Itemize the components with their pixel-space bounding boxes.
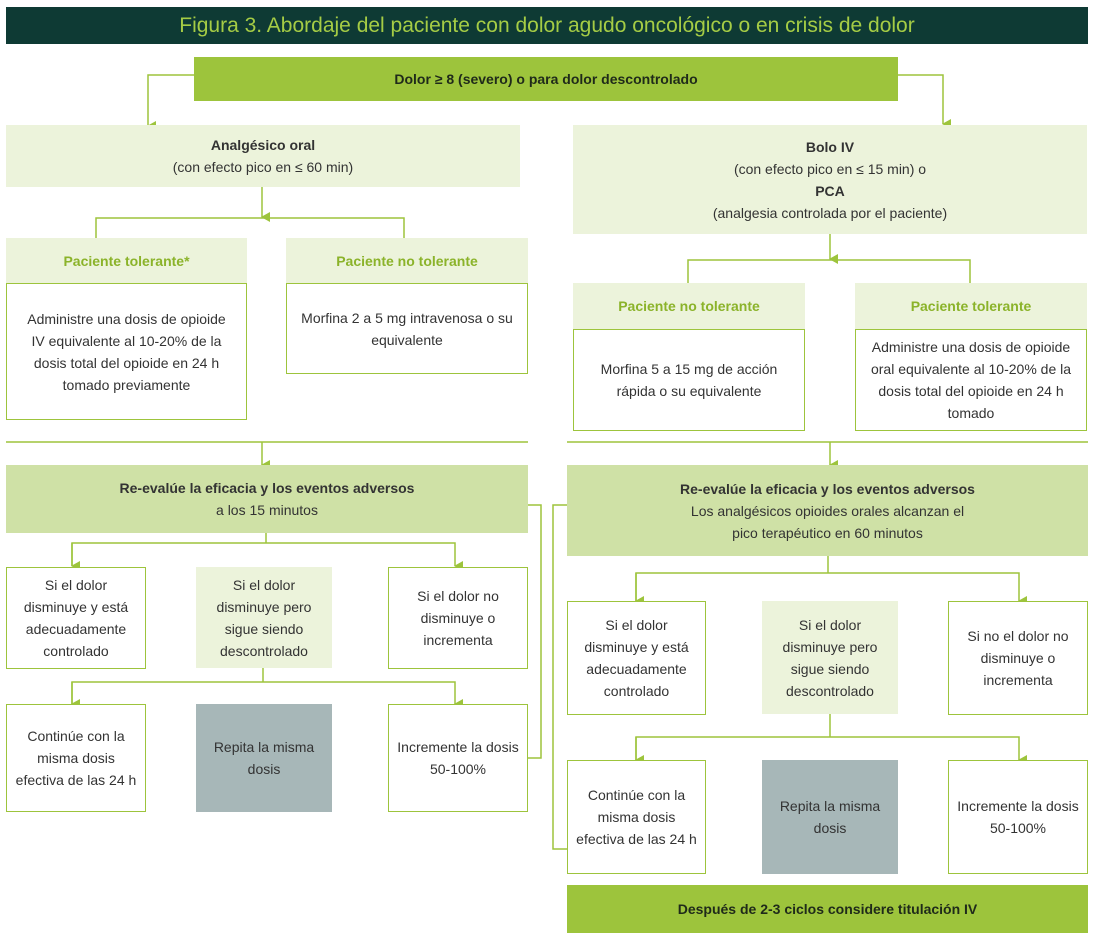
left-nontolerant-box: Morfina 2 a 5 mg intravenosa o su equiva… — [286, 283, 528, 374]
left-action-increase-text: Incremente la dosis 50-100% — [397, 739, 519, 777]
right-action-repeat-text: Repita la misma dosis — [779, 798, 881, 836]
oral-analgesic-title: Analgésico oral — [210, 137, 316, 153]
right-action-continue-text: Continúe con la misma dosis efectiva de … — [576, 787, 697, 847]
left-case-uncontrolled-text: Si el dolor disminuye pero sigue siendo … — [216, 576, 312, 659]
oral-analgesic-box: Analgésico oral (con efecto pico en ≤ 60… — [6, 125, 520, 187]
right-action-repeat: Repita la misma dosis — [762, 760, 898, 874]
right-action-continue: Continúe con la misma dosis efectiva de … — [567, 760, 706, 874]
pca-sub: (analgesia controlada por el paciente) — [712, 204, 948, 221]
right-tolerant-label: Paciente tolerante — [910, 298, 1032, 314]
left-nontolerant-label: Paciente no tolerante — [336, 252, 478, 269]
iv-bolus-box: Bolo IV (con efecto pico en ≤ 15 min) o … — [573, 125, 1087, 234]
left-case-controlled: Si el dolor disminuye y está adecuadamen… — [6, 567, 146, 669]
left-tolerant-box: Administre una dosis de opioide IV equiv… — [6, 283, 247, 420]
left-reeval-title: Re-evalúe la eficacia y los eventos adve… — [119, 480, 415, 496]
left-action-increase: Incremente la dosis 50-100% — [388, 704, 528, 812]
left-case-no-decrease-text: Si el dolor no disminuye o incrementa — [417, 588, 499, 648]
left-reeval-sub: a los 15 minutos — [216, 502, 318, 518]
left-case-uncontrolled: Si el dolor disminuye pero sigue siendo … — [196, 567, 332, 668]
left-nontolerant-header: Paciente no tolerante — [286, 238, 528, 283]
iv-bolus-title: Bolo IV — [805, 138, 855, 155]
left-action-continue: Continúe con la misma dosis efectiva de … — [6, 704, 146, 812]
severe-pain-box: Dolor ≥ 8 (severo) o para dolor descontr… — [194, 57, 898, 101]
figure-title: Figura 3. Abordaje del paciente con dolo… — [6, 7, 1088, 44]
titration-footer-label: Después de 2-3 ciclos considere titulaci… — [677, 901, 978, 917]
right-case-no-decrease: Si no el dolor no disminuye o incrementa — [948, 601, 1088, 715]
right-action-increase: Incremente la dosis 50-100% — [948, 760, 1088, 874]
right-case-uncontrolled-text: Si el dolor disminuye pero sigue siendo … — [782, 616, 878, 699]
left-action-continue-text: Continúe con la misma dosis efectiva de … — [15, 728, 137, 788]
right-reeval-box: Re-evalúe la eficacia y los eventos adve… — [567, 465, 1088, 556]
right-nontolerant-label: Paciente no tolerante — [618, 298, 760, 314]
left-tolerant-text: Administre una dosis de opioide IV equiv… — [27, 310, 226, 393]
right-tolerant-text: Administre una dosis de opioide oral equ… — [870, 339, 1072, 421]
left-case-controlled-text: Si el dolor disminuye y está adecuadamen… — [23, 577, 129, 659]
right-case-uncontrolled: Si el dolor disminuye pero sigue siendo … — [762, 601, 898, 714]
right-case-controlled: Si el dolor disminuye y está adecuadamen… — [567, 601, 706, 715]
left-case-no-decrease: Si el dolor no disminuye o incrementa — [388, 567, 528, 669]
right-action-increase-text: Incremente la dosis 50-100% — [957, 798, 1079, 836]
right-nontolerant-text: Morfina 5 a 15 mg de acción rápida o su … — [600, 361, 778, 399]
right-reeval-sub: Los analgésicos opioides orales alcanzan… — [690, 502, 965, 541]
right-case-controlled-text: Si el dolor disminuye y está adecuadamen… — [584, 617, 689, 699]
left-action-repeat-text: Repita la misma dosis — [213, 739, 315, 777]
severe-pain-label: Dolor ≥ 8 (severo) o para dolor descontr… — [394, 71, 698, 87]
left-tolerant-label: Paciente tolerante* — [63, 252, 190, 269]
right-nontolerant-header: Paciente no tolerante — [573, 283, 805, 329]
oral-analgesic-sub: (con efecto pico en ≤ 60 min) — [172, 159, 354, 175]
left-nontolerant-text: Morfina 2 a 5 mg intravenosa o su equiva… — [301, 309, 513, 348]
titration-footer-box: Después de 2-3 ciclos considere titulaci… — [567, 885, 1088, 933]
right-tolerant-box: Administre una dosis de opioide oral equ… — [855, 329, 1087, 431]
right-case-no-decrease-text: Si no el dolor no disminuye o incrementa — [967, 628, 1069, 688]
left-action-repeat: Repita la misma dosis — [196, 704, 332, 812]
iv-bolus-sub: (con efecto pico en ≤ 15 min) o — [733, 160, 927, 177]
left-tolerant-header: Paciente tolerante* — [6, 238, 247, 283]
right-nontolerant-box: Morfina 5 a 15 mg de acción rápida o su … — [573, 329, 805, 431]
left-reeval-box: Re-evalúe la eficacia y los eventos adve… — [6, 465, 528, 533]
right-tolerant-header: Paciente tolerante — [855, 283, 1087, 329]
right-reeval-title: Re-evalúe la eficacia y los eventos adve… — [680, 480, 975, 497]
pca-title: PCA — [815, 182, 845, 199]
